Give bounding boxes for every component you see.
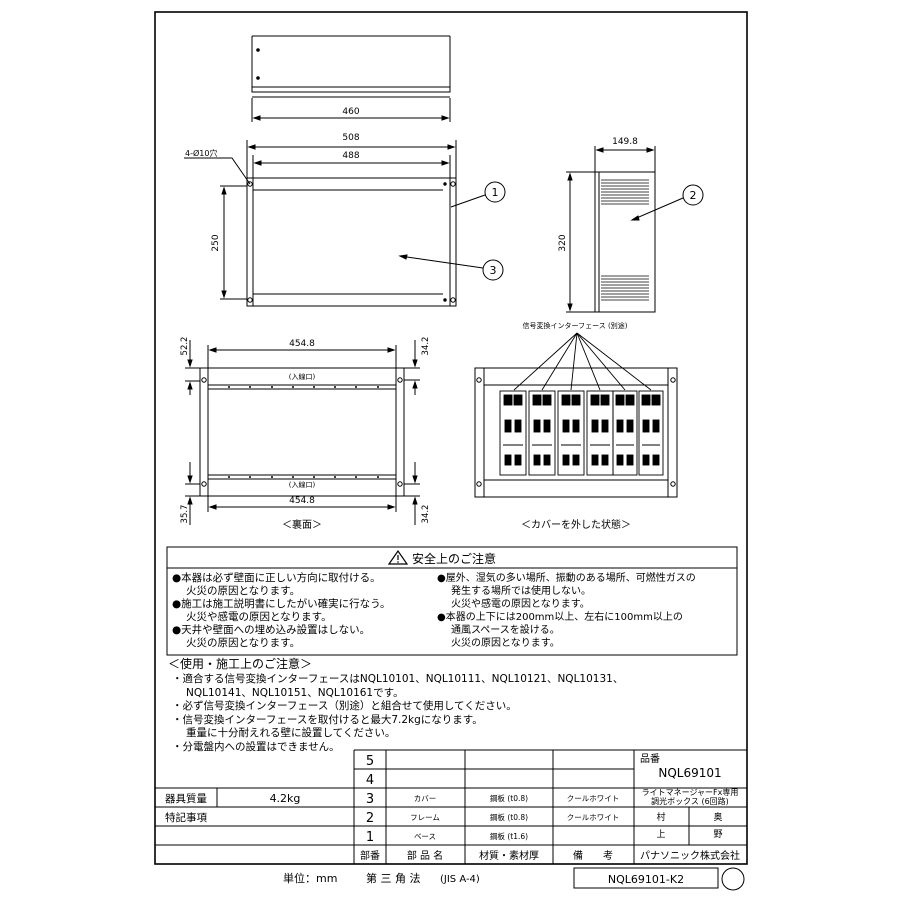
model-label: 品番 [640,753,660,765]
row-no-1: 1 [366,830,374,845]
part-3-material: 鋼板 (t0.8) [490,793,528,803]
dim-508: 508 [342,133,359,143]
interface-module-3 [557,390,585,476]
hole-note: 4-Ø10穴 [185,148,217,158]
safety-right-line: 火災の原因となります。 [451,638,560,649]
safety-left-line: ●施工は施工説明書にしたがい確実に行なう。 [172,598,391,610]
open-view-caption: ＜カバーを外した状態＞ [521,518,631,531]
dim-250: 250 [211,234,221,251]
callout-3: 3 [490,264,497,277]
interface-module-6 [638,390,664,476]
checker-1: 奥 [713,811,722,823]
part-2-note: クールホワイト [567,813,620,822]
interface-module-1 [499,390,527,476]
safety-notes-right: ●屋外、湿気の多い場所、振動のある場所、可燃性ガスの 発生する場所では使用しない… [437,572,696,650]
safety-box [166,546,738,656]
weight-label: 器具質量 [165,792,207,805]
usage-notes: ・適合する信号変換インターフェースはNQL10101、NQL10111、NQL1… [172,673,623,754]
top-view [251,35,451,122]
safety-left-line: 火災の原因となります。 [186,585,301,597]
usage-line: ・必ず信号変換インターフェース（別途）と組合せて使用してください。 [172,700,517,712]
model-number: NQL69101 [658,766,721,780]
projection-label: 第 三 角 法 [366,871,421,885]
safety-title: 安全上のご注意 [412,551,496,566]
interface-module-5 [612,390,638,476]
dim-52-2: 52.2 [180,337,190,356]
dim-488: 488 [342,151,359,161]
unit-label: 単位：mm [283,871,337,885]
callout-2: 2 [690,189,697,202]
usage-line: NQL10141、NQL10151、NQL10161です。 [186,686,404,699]
interface-label: 信号変換インターフェース (別途) [523,321,628,330]
drawing-number: NQL69101-K2 [608,873,684,886]
inlet-label-bottom: (入線口) [289,480,316,489]
dim-460: 460 [342,107,359,117]
safety-notes-left: ●本器は必ず壁面に正しい方向に取付ける。 火災の原因となります。 ●施工は施工説… [172,572,391,650]
row-no-2: 2 [366,811,374,826]
usage-title: ＜使用・施工上のご注意＞ [168,657,313,671]
dim-35-7: 35.7 [180,505,190,524]
header-part-name: 部 品 名 [407,849,443,862]
product-name-line2: 調光ボックス (6回路) [651,796,729,806]
dim-149-8: 149.8 [612,137,638,147]
safety-left-line: ●本器は必ず壁面に正しい方向に取付ける。 [172,572,381,584]
approver-1: 村 [656,811,665,823]
standard-label: (JIS A-4) [440,874,480,885]
safety-left-line: ●天井や壁面への埋め込み設置はしない。 [172,624,371,636]
usage-line: ・分電盤内への設置はできません。 [172,740,340,753]
drawing-number-box [573,867,719,889]
usage-line: 重量に十分耐えれる壁に設置してください。 [186,727,396,739]
part-1-material: 鋼板 (t1.6) [490,831,528,841]
usage-line: ・適合する信号変換インターフェースはNQL10101、NQL10111、NQL1… [172,673,624,685]
product-name-line1: ライトマネージャーFx専用 [642,787,739,797]
safety-right-line: 発生する場所では使用しない。 [451,586,591,597]
approver-2: 上 [656,829,665,840]
part-2-name: フレーム [410,813,440,822]
safety-left-line: 火災の原因となります。 [186,637,301,649]
dim-34-2-top: 34.2 [421,337,431,356]
inlet-label-top: (入線口) [289,372,316,381]
open-view [474,332,678,498]
dim-320: 320 [558,234,568,251]
row-no-5: 5 [366,754,374,769]
part-2-material: 鋼板 (t0.8) [490,812,528,822]
side-view [566,146,704,313]
weight-value: 4.2kg [270,792,301,805]
back-view [185,340,420,525]
special-notes-label: 特記事項 [165,811,207,824]
usage-line: ・信号変換インターフェースを取付けると最大7.2kgになります。 [172,713,483,726]
interface-module-4 [586,390,614,476]
revision-circle [721,867,745,891]
header-material: 材質・素材厚 [479,849,539,862]
row-no-4: 4 [366,773,374,788]
callout-1: 1 [492,186,499,199]
safety-right-line: ●本器の上下には200mm以上、左右に100mm以上の [437,612,683,623]
front-view [184,140,506,307]
safety-right-line: ●屋外、湿気の多い場所、振動のある場所、可燃性ガスの [437,573,696,584]
dim-454-8-bottom: 454.8 [289,496,315,506]
title-block [155,749,747,864]
company-name: パナソニック株式会社 [640,849,740,862]
warning-icon [387,549,409,565]
part-3-note: クールホワイト [567,794,620,803]
back-view-caption: ＜裏面＞ [282,518,322,531]
header-part-no: 部番 [360,849,380,862]
part-3-name: カバー [414,794,437,803]
dim-454-8-top: 454.8 [289,339,315,349]
part-1-name: ベース [414,832,436,841]
interface-module-2 [528,390,556,476]
safety-left-line: 火災や感電の原因となります。 [186,611,332,623]
safety-right-line: 火災や感電の原因となります。 [451,599,590,610]
header-note: 備 考 [573,849,613,862]
safety-right-line: 通風スペースを設ける。 [451,625,560,636]
checker-2: 野 [713,829,722,840]
dim-34-2-bottom: 34.2 [421,505,431,524]
row-no-3: 3 [366,792,374,807]
